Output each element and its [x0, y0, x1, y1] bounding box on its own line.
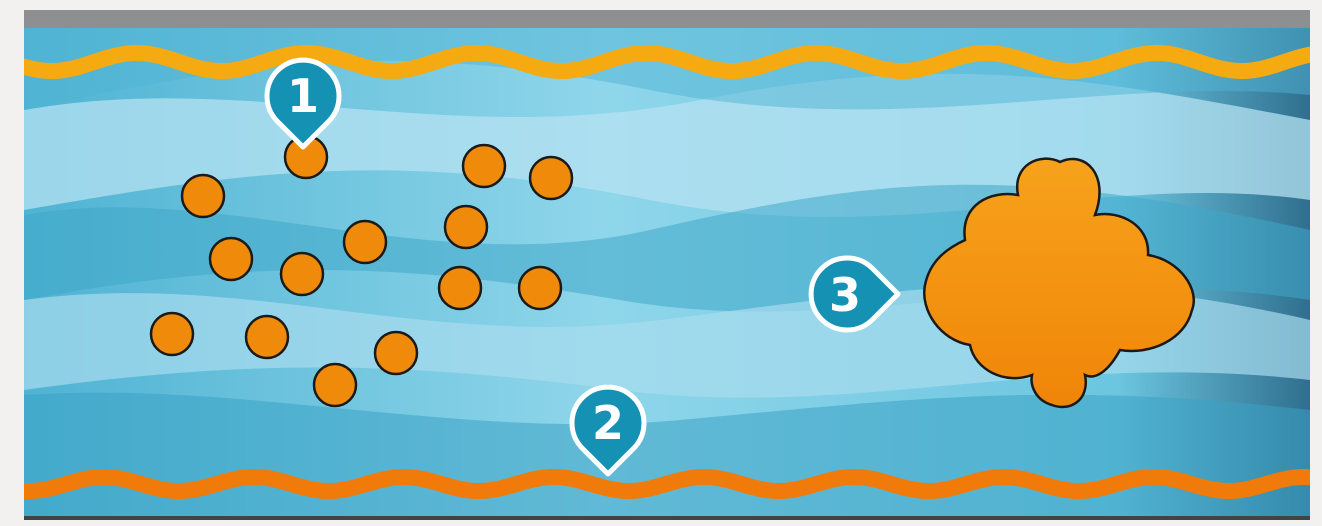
bottom-strip — [24, 516, 1310, 526]
particle-2 — [182, 175, 224, 217]
bottom-wavy-boundary — [20, 477, 1312, 491]
particle-4 — [530, 157, 572, 199]
particle-3 — [463, 145, 505, 187]
particle-6 — [344, 221, 386, 263]
particle-5 — [210, 238, 252, 280]
particle-9 — [439, 267, 481, 309]
particle-12 — [246, 316, 288, 358]
particle-14 — [314, 364, 356, 406]
particle-13 — [375, 332, 417, 374]
marker-1-label: 1 — [287, 69, 319, 123]
particle-10 — [519, 267, 561, 309]
marker-3-label: 3 — [829, 268, 861, 322]
marker-2-label: 2 — [592, 396, 624, 450]
top-strip — [24, 10, 1310, 28]
particle-7 — [445, 206, 487, 248]
particle-11 — [151, 313, 193, 355]
particle-8 — [281, 253, 323, 295]
